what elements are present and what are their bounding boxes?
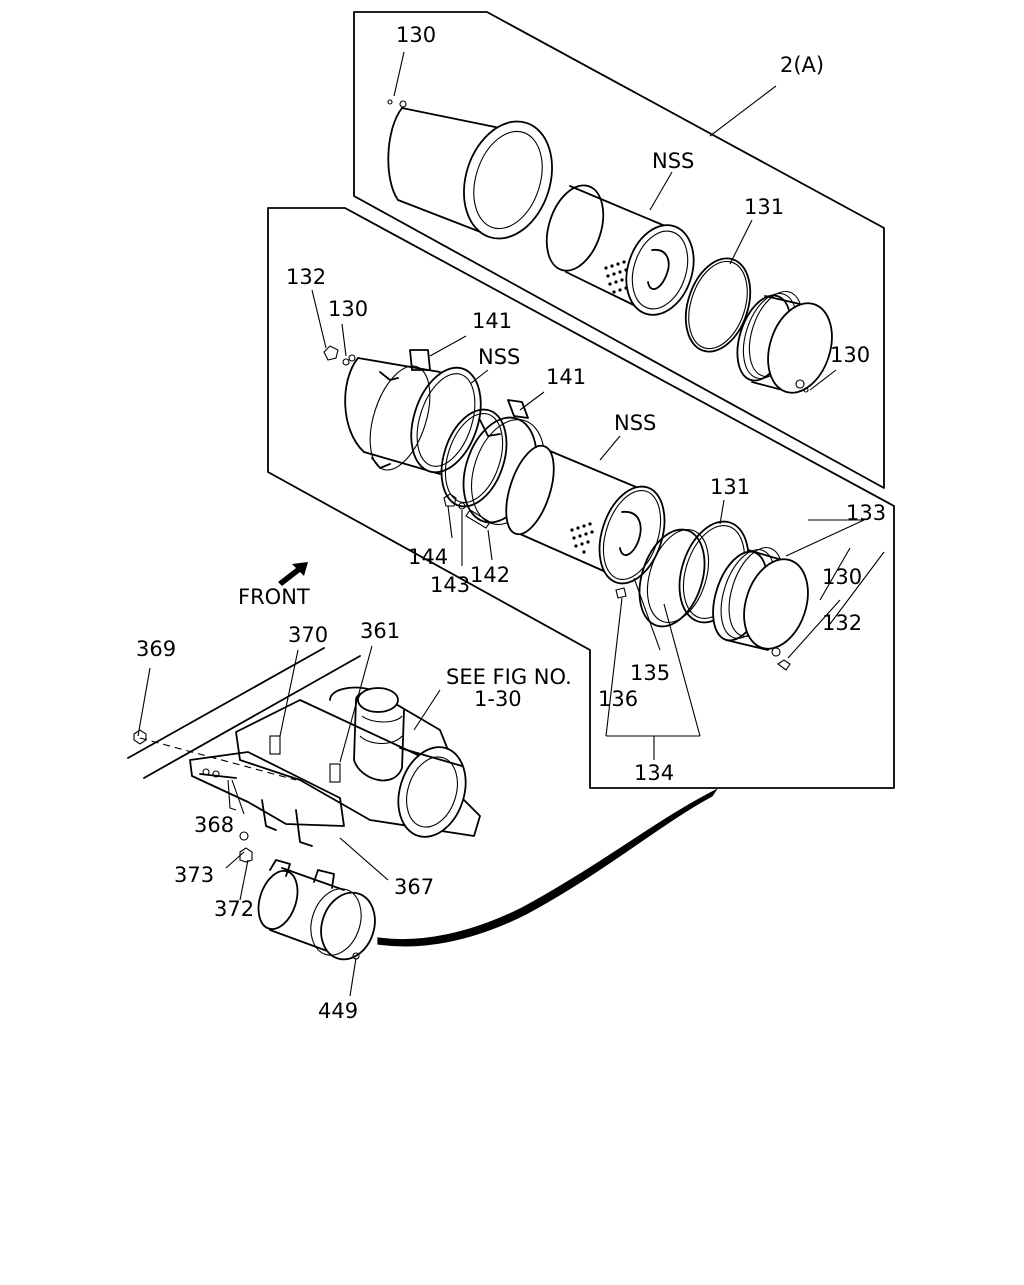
- lower-end-cover: [712, 547, 809, 657]
- label-368: 368: [194, 813, 234, 837]
- label-130-upper-right: 130: [830, 343, 870, 367]
- callout-labels: 130 2(A) NSS 131 132 130 141 NSS 141 130…: [136, 23, 886, 1023]
- label-372: 372: [214, 897, 254, 921]
- label-see-fig-1: SEE FIG NO.: [446, 665, 572, 689]
- label-134: 134: [634, 761, 674, 785]
- label-130-mid-left: 130: [328, 297, 368, 321]
- label-nss-lower: NSS: [614, 411, 656, 435]
- lower-clamp-ring: [638, 528, 706, 628]
- component-449: [257, 859, 376, 961]
- connection-curve: [377, 788, 718, 947]
- label-369: 369: [136, 637, 176, 661]
- upper-filter-element: [545, 184, 695, 316]
- upper-assembly-panel: [353, 11, 885, 489]
- front-arrow-icon: [278, 562, 308, 586]
- upper-element-perforations: [604, 260, 628, 294]
- label-132-upper: 132: [286, 265, 326, 289]
- label-133: 133: [846, 501, 886, 525]
- label-136: 136: [598, 687, 638, 711]
- label-449: 449: [318, 999, 358, 1023]
- label-nss-upper: NSS: [652, 149, 694, 173]
- label-370: 370: [288, 623, 328, 647]
- label-see-fig-2: 1-30: [474, 687, 522, 711]
- label-nss-mid: NSS: [478, 345, 520, 369]
- label-135: 135: [630, 661, 670, 685]
- upper-filter-housing: [387, 100, 553, 240]
- label-front: FRONT: [238, 585, 310, 609]
- label-367: 367: [394, 875, 434, 899]
- lower-assembly-panel: [267, 207, 895, 789]
- label-131-upper: 131: [744, 195, 784, 219]
- lower-filter-element: [505, 444, 666, 585]
- label-132-lower: 132: [822, 611, 862, 635]
- air-cleaner-body: [329, 686, 467, 838]
- upper-end-cover: [736, 290, 833, 394]
- label-373: 373: [174, 863, 214, 887]
- label-141-upper: 141: [472, 309, 512, 333]
- lower-element-perforations: [570, 522, 594, 554]
- label-130-top: 130: [396, 23, 436, 47]
- lower-filter-housing: [344, 349, 482, 475]
- label-130-lower-right: 130: [822, 565, 862, 589]
- label-142: 142: [470, 563, 510, 587]
- label-2a: 2(A): [780, 53, 824, 77]
- label-144: 144: [408, 545, 448, 569]
- label-131-lower: 131: [710, 475, 750, 499]
- label-143: 143: [430, 573, 470, 597]
- label-361: 361: [360, 619, 400, 643]
- label-141-lower: 141: [546, 365, 586, 389]
- leader-lines: [137, 51, 885, 997]
- mounting-assembly: [127, 647, 481, 863]
- mid-hardware: [323, 99, 809, 671]
